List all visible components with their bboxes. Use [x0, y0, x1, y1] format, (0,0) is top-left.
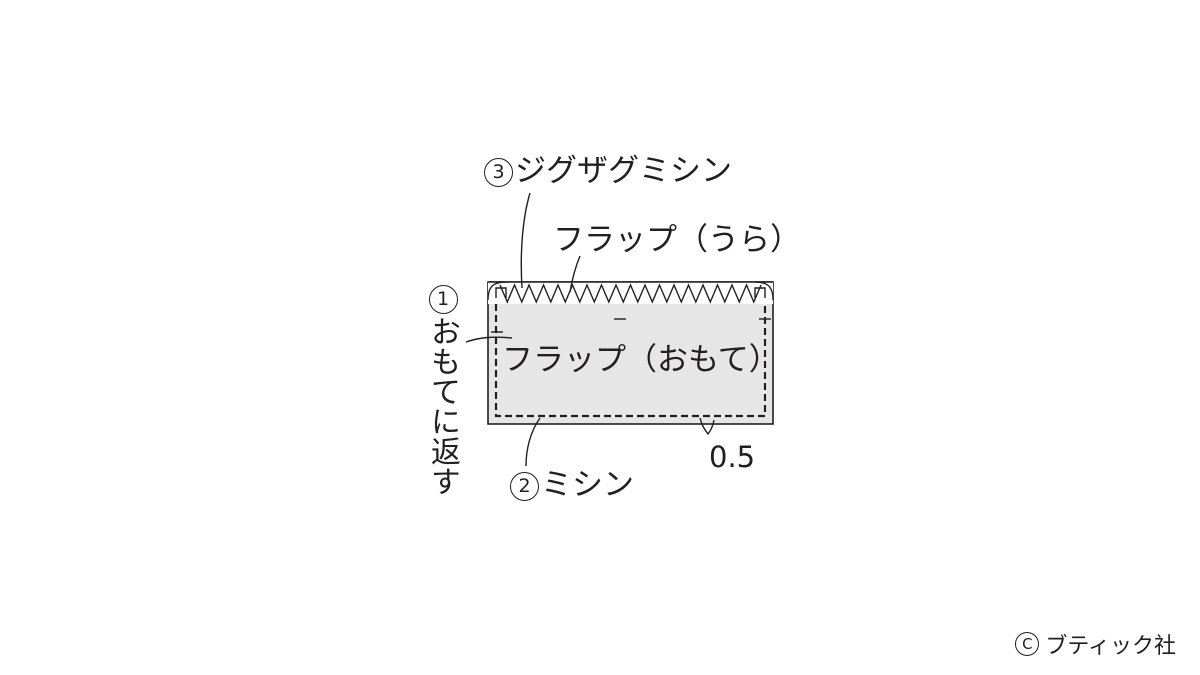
leader-step1	[465, 336, 513, 343]
dimension-label: 0.5	[709, 440, 756, 474]
zigzag-stitch	[499, 283, 762, 304]
right-corner-fold	[754, 281, 774, 301]
label-flap-front: フラップ（おもて）	[502, 342, 780, 378]
step3-text: ジグザグミシン	[515, 153, 732, 189]
label-flap-back: フラップ（うら）	[553, 222, 801, 258]
copyright-credit: C ブティック社	[1015, 628, 1176, 660]
step1-number: 1	[428, 285, 458, 314]
left-corner-fold	[487, 281, 507, 301]
leader-step2	[525, 417, 541, 467]
label-step1-turn: 1 おもてに返す	[425, 284, 462, 496]
leader-flap-back	[569, 255, 581, 293]
flap-panel	[487, 281, 774, 425]
copyright-icon: C	[1015, 632, 1040, 656]
straight-stitch	[494, 304, 767, 418]
step2-number: 2	[510, 472, 539, 501]
step3-number: 3	[484, 158, 513, 187]
publisher-name: ブティック社	[1045, 634, 1176, 659]
dimension-bracket	[699, 417, 715, 436]
leader-step3	[520, 192, 531, 289]
step2-text: ミシン	[541, 467, 634, 503]
step1-text: おもてに返す	[425, 316, 460, 496]
